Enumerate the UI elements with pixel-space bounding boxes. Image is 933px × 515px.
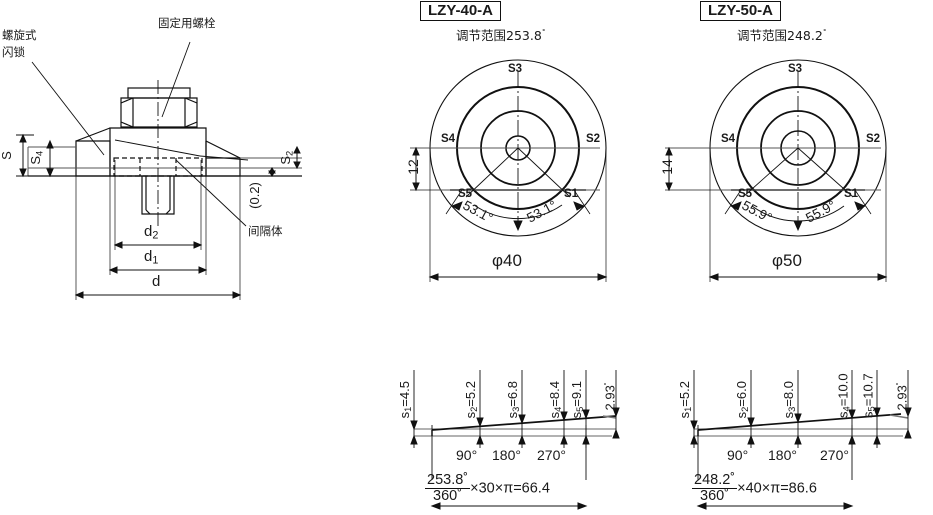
ramp-step-s2-lzy50: s2=6.0 <box>733 381 751 419</box>
dim-label-d1: d1 <box>144 248 159 267</box>
lzy50-circle-view: LZY-50-A 调节范围248.2˚ <box>659 0 920 300</box>
ramp-step-s5-lzy50: s5=10.7 <box>860 373 877 419</box>
ramp-step-s3-lzy50: s3=8.0 <box>780 381 798 419</box>
annotation-spacer: 间隔体 <box>248 224 283 238</box>
adjust-range-lzy40: 调节范围253.8˚ <box>456 28 546 43</box>
dim-label-d2: d2 <box>144 223 159 242</box>
marker-s5-lzy40: S5 <box>458 188 473 200</box>
part-label-lzy50: LZY-50-A <box>700 1 782 21</box>
diameter-lzy40: φ40 <box>492 251 522 270</box>
ramp-step-s1-lzy40: s1=4.5 <box>396 381 414 419</box>
part-number-lzy40: LZY-40-A <box>420 1 502 21</box>
lzy40-svg <box>410 59 608 282</box>
left-view-svg <box>16 41 302 300</box>
ramp-formula-fraction-lzy40: 253.8˚ 360˚ <box>425 472 471 505</box>
ramp-tick-270-lzy40: 270° <box>537 447 566 463</box>
left-sectional-view: 螺旋式 闪锁 固定用螺栓 间隔体 S S4 S2 (0.2) d2 d1 d <box>0 0 330 310</box>
ramp-step-s5-lzy40: s5=9.1 <box>568 381 586 419</box>
lzy50-ramp-svg <box>690 370 912 510</box>
lzy40-ramp-view: s1=4.5 s2=5.2 s3=6.8 s4=8.4 s5=9.1 2.93˚… <box>396 330 640 515</box>
dim-label-d: d <box>152 273 161 290</box>
marker-s4-lzy40: S4 <box>441 133 456 145</box>
lzy40-ramp-svg <box>410 370 620 510</box>
marker-s3-lzy40: S3 <box>508 63 523 75</box>
marker-s1-lzy50: S1 <box>844 188 859 200</box>
ramp-step-s4-lzy50: s4=10.0 <box>835 373 852 419</box>
diameter-lzy50: φ50 <box>772 251 802 270</box>
marker-s3-lzy50: S3 <box>788 63 803 75</box>
adjust-range-lzy50: 调节范围248.2˚ <box>737 28 827 43</box>
ramp-step-s2-lzy40: s2=5.2 <box>462 381 480 419</box>
ramp-tick-90-lzy50: 90° <box>727 447 749 463</box>
ramp-tick-180-lzy50: 180° <box>768 447 797 463</box>
part-number-lzy50: LZY-50-A <box>700 1 782 21</box>
ramp-step-s4-lzy40: s4=8.4 <box>546 381 564 419</box>
ramp-tick-180-lzy40: 180° <box>492 447 521 463</box>
marker-s2-lzy40: S2 <box>586 133 601 145</box>
ramp-tick-90-lzy40: 90° <box>456 447 478 463</box>
dim-label-s2: S2 <box>278 150 295 165</box>
annotation-spiral-latch-line2: 闪锁 <box>2 45 25 59</box>
ramp-lead-angle-lzy40: 2.93˚ <box>602 382 618 411</box>
annotation-spiral-latch-line1: 螺旋式 <box>2 28 37 42</box>
lzy50-svg <box>665 59 888 282</box>
dim-label-s: S <box>0 151 14 160</box>
lzy50-ramp-view: s1=5.2 s2=6.0 s3=8.0 s4=10.0 s5=10.7 2.9… <box>665 330 925 515</box>
ramp-step-s3-lzy40: s3=6.8 <box>504 381 522 419</box>
ramp-lead-angle-lzy50: 2.93˚ <box>894 382 910 411</box>
marker-s4-lzy50: S4 <box>721 133 736 145</box>
dim-label-gap: (0.2) <box>246 182 262 209</box>
marker-s5-lzy50: S5 <box>738 188 753 200</box>
marker-s2-lzy50: S2 <box>866 133 881 145</box>
ramp-step-s1-lzy50: s1=5.2 <box>676 381 694 419</box>
marker-s1-lzy40: S1 <box>564 188 579 200</box>
ramp-formula-tail-lzy40: ×30×π=66.4 <box>470 480 550 497</box>
ramp-formula-lzy50: 248.2˚ 360˚ ×40×π=86.6 <box>692 472 817 505</box>
ramp-formula-tail-lzy50: ×40×π=86.6 <box>737 480 817 497</box>
lzy40-circle-view: LZY-40-A 调节范围253.8˚ <box>400 0 640 300</box>
ramp-formula-lzy40: 253.8˚ 360˚ ×30×π=66.4 <box>425 472 550 505</box>
dim-label-s4: S4 <box>28 150 45 165</box>
offset-dim-lzy40: 12 <box>404 159 421 175</box>
annotation-fixing-bolt: 固定用螺栓 <box>158 16 216 30</box>
part-label-lzy40: LZY-40-A <box>420 1 502 21</box>
offset-dim-lzy50: 14 <box>658 159 675 175</box>
ramp-formula-fraction-lzy50: 248.2˚ 360˚ <box>692 472 738 505</box>
ramp-tick-270-lzy50: 270° <box>820 447 849 463</box>
